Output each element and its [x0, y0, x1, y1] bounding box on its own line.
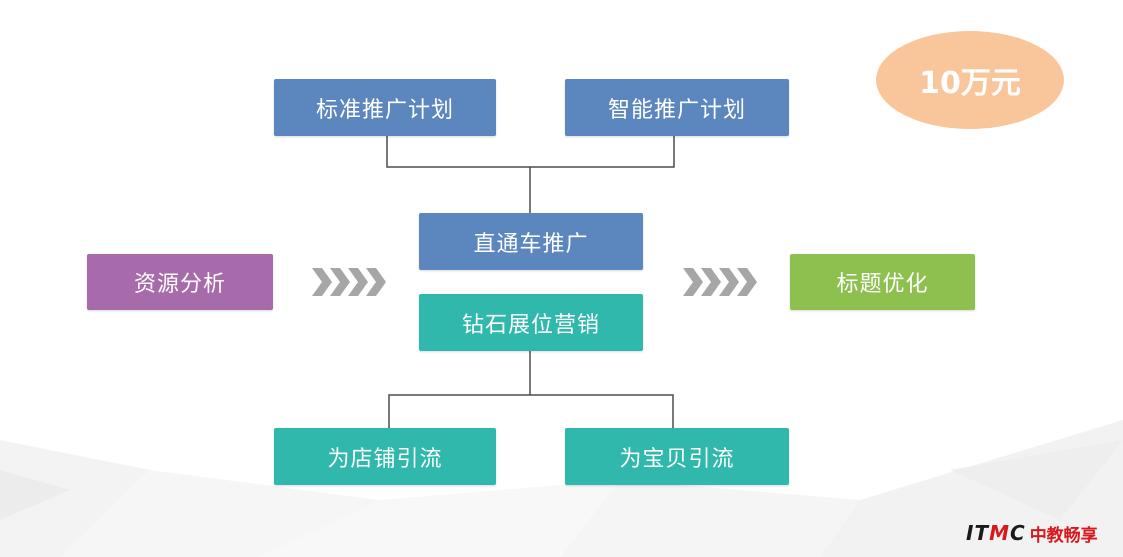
budget-badge: 10万元 — [876, 31, 1064, 129]
diamond-booth-node: 钻石展位营销 — [419, 294, 643, 351]
budget-badge-label: 10万元 — [919, 66, 1021, 101]
standard-plan-node: 标准推广计划 — [274, 79, 496, 136]
itmc-logo: ITMC 中教畅享 — [966, 520, 1098, 546]
smart-plan-node: 智能推广计划 — [565, 79, 789, 136]
chevron-arrows-right — [683, 268, 757, 296]
through-train-label: 直通车推广 — [473, 231, 589, 257]
item-traffic-label: 为宝贝引流 — [619, 446, 735, 472]
chevron-arrows-left — [312, 268, 386, 296]
shop-traffic-node: 为店铺引流 — [274, 428, 496, 485]
diamond-booth-label: 钻石展位营销 — [461, 312, 600, 338]
title-optimization-node: 标题优化 — [790, 254, 975, 310]
resource-analysis-label: 资源分析 — [133, 272, 226, 297]
logo-latin: ITMC — [966, 521, 1026, 545]
smart-plan-label: 智能推广计划 — [607, 97, 746, 123]
shop-traffic-label: 为店铺引流 — [327, 446, 443, 472]
through-train-node: 直通车推广 — [419, 213, 643, 270]
resource-analysis-node: 资源分析 — [87, 254, 273, 310]
logo-chinese: 中教畅享 — [1029, 525, 1098, 546]
title-optimization-label: 标题优化 — [836, 272, 929, 297]
item-traffic-node: 为宝贝引流 — [565, 428, 789, 485]
standard-plan-label: 标准推广计划 — [315, 97, 454, 123]
